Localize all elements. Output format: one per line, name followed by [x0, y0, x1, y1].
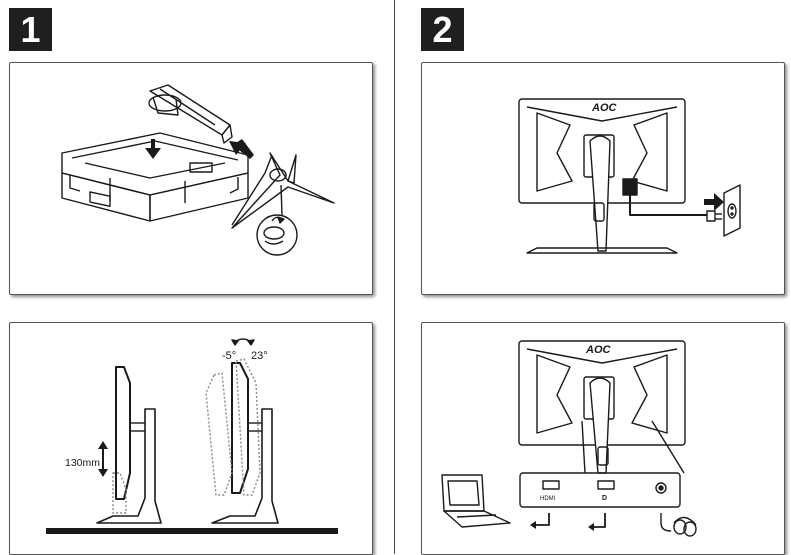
power-port [622, 178, 638, 196]
down-arrow [145, 139, 161, 159]
panel-stand-assembly [9, 62, 373, 295]
floor-line [46, 528, 338, 534]
panel-power-connection: AOC [421, 62, 785, 295]
monitor-base [526, 247, 678, 254]
screw-zoom [256, 184, 298, 256]
ports-illustration: AOC HDMI D [441, 340, 697, 537]
right-arrow [704, 193, 724, 211]
headphones-icon [673, 516, 697, 537]
tilt-back-label: 23° [251, 350, 268, 362]
column-divider [394, 0, 395, 554]
stand-assembly-illustration [61, 84, 335, 256]
wall-outlet [723, 184, 741, 237]
tilt-arrow-icon [231, 338, 255, 346]
power-plug [706, 210, 722, 222]
packing-foam [61, 132, 249, 222]
brand-logo: AOC [585, 344, 612, 356]
step-badge-1: 1 [9, 8, 52, 51]
adjustment-illustration: 130mm -5° 23° [46, 338, 338, 534]
dp-label: D [602, 495, 607, 502]
port-panel [519, 472, 681, 508]
panel-ports: AOC HDMI D [421, 322, 785, 555]
hdmi-label: HDMI [540, 496, 556, 502]
power-connection-illustration: AOC [518, 98, 741, 254]
step-badge-2: 2 [421, 8, 464, 51]
monitor-side-tilt [205, 358, 279, 524]
monitor-side-height [96, 366, 162, 524]
panel-adjustment: 130mm -5° 23° [9, 322, 373, 555]
height-label: 130mm [65, 457, 100, 469]
left-arrow [229, 139, 254, 159]
dp-port [597, 480, 615, 490]
brand-logo: AOC [591, 102, 618, 114]
audio-port [655, 482, 667, 494]
laptop-icon [441, 474, 511, 528]
hdmi-port [542, 480, 560, 490]
stand-base [231, 152, 335, 229]
tilt-forward-label: -5° [222, 350, 236, 362]
height-arrow [98, 441, 108, 477]
stand-neck [148, 84, 233, 144]
